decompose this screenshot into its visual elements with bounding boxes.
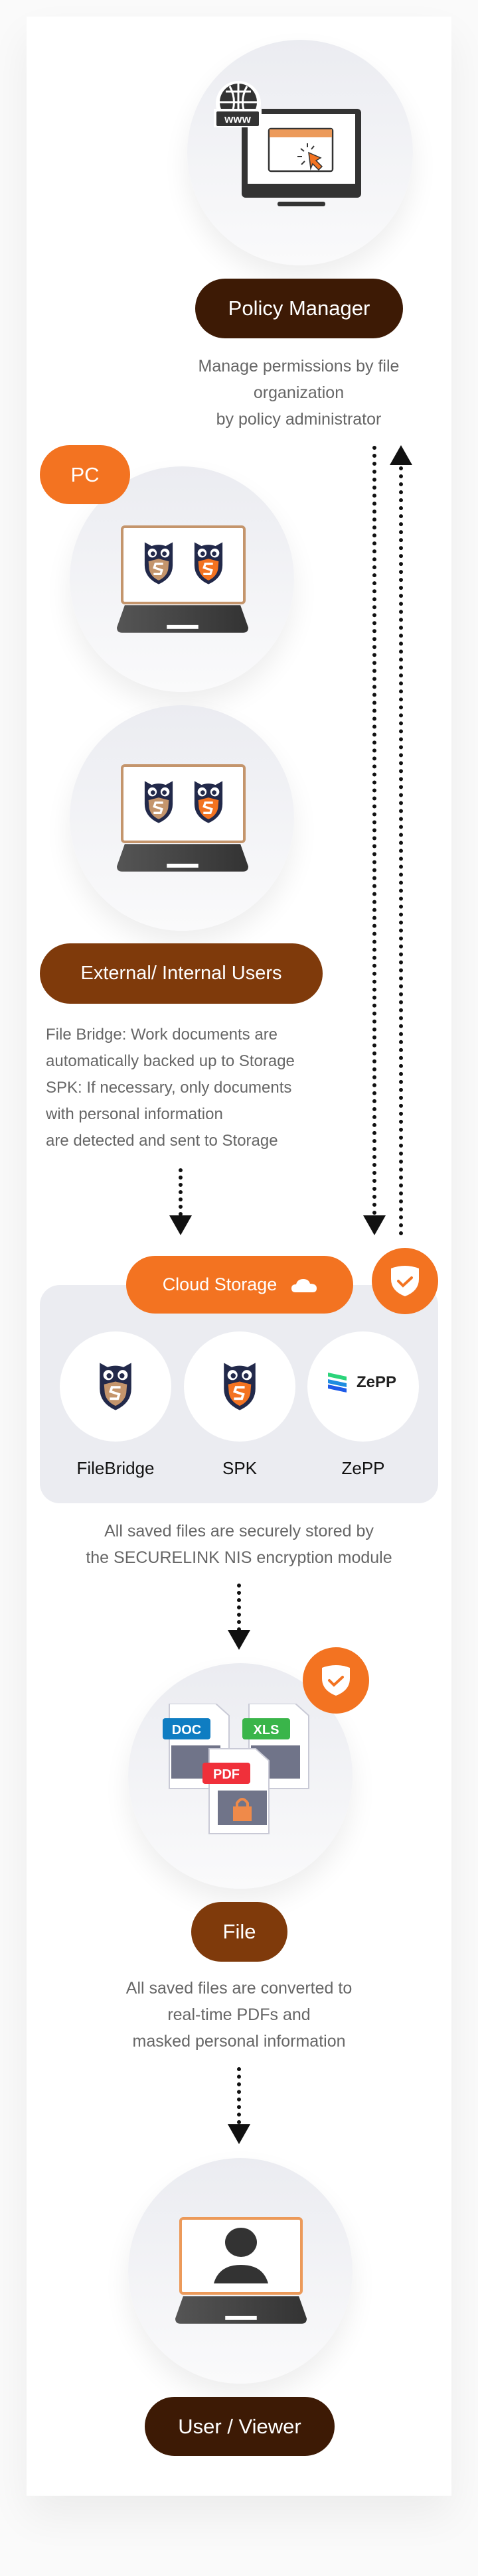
desc-line: by policy administrator: [216, 410, 382, 429]
desc-line: Manage permissions by file: [198, 357, 400, 375]
desc-line: automatically backed up to Storage: [46, 1052, 295, 1070]
zepp-logo-icon: [328, 1373, 347, 1392]
desc-line: organization: [253, 383, 345, 402]
cloud-storage-label: Cloud Storage: [162, 1274, 278, 1294]
laptop-base-icon: [117, 844, 248, 872]
desc-line: with personal information: [46, 1105, 223, 1123]
file-label: File: [222, 1920, 256, 1943]
viewer-pill: User / Viewer: [145, 2397, 335, 2456]
security-shield-badge: [303, 1647, 369, 1714]
laptop-icon: [121, 525, 246, 604]
desc-line: the SECURELINK NIS encryption module: [86, 1548, 392, 1567]
doc-type-label: DOC: [172, 1723, 201, 1737]
laptop-base-icon: [175, 2296, 307, 2324]
desc-line: masked personal information: [132, 2032, 346, 2051]
laptop-base-icon: [117, 605, 248, 633]
arrow-down-icon: [228, 2124, 250, 2144]
desc-line: All saved files are securely stored by: [104, 1522, 374, 1540]
users-pill: External/ Internal Users: [40, 943, 323, 1004]
desc-line: SPK: If necessary, only documents: [46, 1079, 292, 1097]
product-label: SPK: [222, 1458, 258, 1478]
dotted-line-down: [179, 1168, 183, 1216]
dotted-line-down: [372, 446, 376, 1215]
doc-type-label: XLS: [254, 1723, 279, 1737]
arrow-down-icon: [169, 1215, 192, 1235]
owl-tan-icon: [98, 1360, 133, 1413]
desc-line: File Bridge: Work documents are: [46, 1026, 278, 1044]
dotted-line-down: [237, 1584, 241, 1631]
product-label: FileBridge: [76, 1458, 155, 1478]
shield-check-icon: [319, 1664, 353, 1697]
pc-pill: PC: [40, 445, 130, 504]
policy-monitor-icon: www: [214, 81, 361, 206]
desc-line: All saved files are converted to: [125, 1979, 353, 1998]
dotted-line-down: [237, 2067, 241, 2124]
file-description: All saved files are converted to real-ti…: [40, 1975, 438, 2055]
cloud-storage-pill: Cloud Storage: [126, 1256, 353, 1314]
arrow-down-icon: [363, 1215, 386, 1235]
doc-type-label: PDF: [213, 1767, 240, 1782]
owl-orange-icon: [193, 778, 224, 826]
policy-manager-pill: Policy Manager: [195, 279, 403, 338]
policy-manager-description: Manage permissions by file organization …: [179, 353, 418, 433]
desc-line: real-time PDFs and: [167, 2005, 311, 2024]
laptop-icon: [121, 764, 246, 843]
arrow-down-icon: [228, 1630, 250, 1650]
zepp-logo-text: ZePP: [357, 1373, 397, 1391]
owl-orange-icon: [193, 539, 224, 587]
dotted-line-up: [399, 466, 403, 1236]
security-shield-badge: [372, 1248, 438, 1314]
users-label: External/ Internal Users: [80, 963, 282, 984]
arrow-up-icon: [390, 445, 412, 465]
owl-tan-icon: [143, 539, 175, 587]
documents-icon: DOC XLS PDF: [163, 1704, 309, 1834]
owl-orange-icon: [222, 1360, 258, 1413]
shield-check-icon: [388, 1264, 422, 1298]
cloud-icon: [291, 1278, 317, 1292]
file-pill: File: [191, 1902, 287, 1962]
desc-line: are detected and sent to Storage: [46, 1132, 278, 1150]
owl-tan-icon: [143, 778, 175, 826]
viewer-label: User / Viewer: [178, 2414, 301, 2438]
users-description: File Bridge: Work documents are automati…: [46, 1022, 358, 1154]
policy-manager-label: Policy Manager: [228, 297, 370, 320]
www-badge-text: www: [224, 113, 251, 125]
product-label: ZePP: [341, 1458, 385, 1478]
cloud-storage-description: All saved files are securely stored by t…: [40, 1518, 438, 1571]
product-circle-zepp: [307, 1331, 419, 1442]
pc-label: PC: [70, 462, 100, 486]
user-avatar-icon: [214, 2228, 268, 2283]
